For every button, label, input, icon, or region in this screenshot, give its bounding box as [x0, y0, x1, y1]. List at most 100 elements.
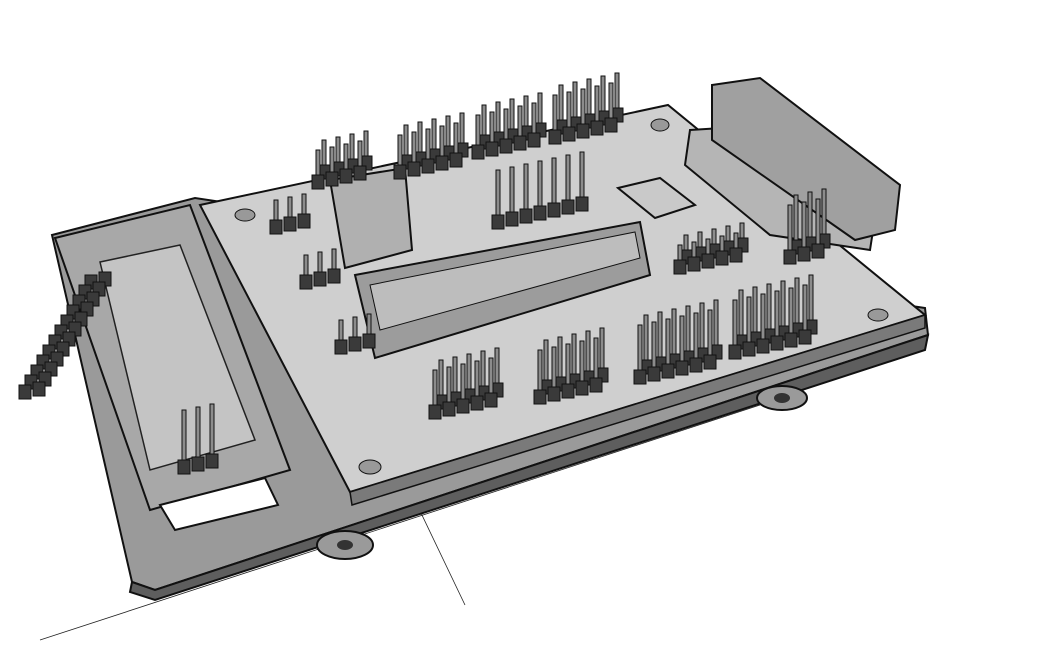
header-pin	[651, 321, 657, 368]
header-pin	[719, 235, 725, 252]
header-pin	[738, 289, 744, 336]
header-base	[661, 363, 675, 379]
header-base	[297, 213, 311, 229]
header-pin	[481, 104, 487, 136]
header-pin	[683, 234, 689, 251]
header-pin	[494, 347, 500, 384]
chip	[615, 176, 698, 220]
header-pin	[746, 296, 752, 343]
header-pin	[537, 92, 543, 124]
header-pin	[509, 166, 515, 213]
header-pin	[793, 194, 799, 241]
header-pin	[474, 360, 480, 397]
mounting-hole	[337, 540, 353, 550]
header-pin	[665, 318, 671, 365]
header-pin	[807, 191, 813, 238]
db-connector-shell	[711, 76, 902, 242]
header-base	[339, 168, 353, 184]
header-pin	[321, 139, 327, 166]
header-base	[313, 271, 327, 287]
header-base	[729, 247, 743, 263]
header-pin	[343, 143, 349, 170]
header-pin	[572, 81, 578, 118]
regulator-block	[328, 166, 414, 270]
header-base	[673, 259, 687, 275]
header-base	[362, 333, 376, 349]
pin-header	[299, 248, 341, 290]
header-base	[177, 459, 191, 475]
header-base	[715, 250, 729, 266]
header-pin	[579, 151, 585, 198]
header-pin	[537, 349, 543, 391]
header-base	[348, 336, 362, 352]
header-base	[505, 211, 519, 227]
header-base	[589, 377, 603, 393]
header-pin	[195, 406, 201, 458]
header-pin	[679, 315, 685, 362]
header-pin	[287, 196, 293, 218]
header-pin	[551, 346, 557, 388]
header-pin	[566, 91, 572, 128]
header-pin	[594, 85, 600, 122]
header-pin	[808, 274, 814, 321]
header-pin	[411, 131, 417, 163]
header-base	[491, 214, 505, 230]
header-base	[562, 126, 576, 142]
header-pin	[417, 121, 423, 153]
header-pin	[466, 353, 472, 390]
header-pin	[432, 369, 438, 406]
header-base	[784, 332, 798, 348]
header-pin	[774, 290, 780, 337]
header-base	[435, 155, 449, 171]
header-base	[32, 381, 46, 397]
header-pin	[697, 231, 703, 248]
header-base	[353, 165, 367, 181]
header-pin	[752, 286, 758, 333]
pin-header	[548, 72, 624, 145]
pin-header	[18, 271, 112, 400]
header-base	[811, 243, 825, 259]
header-pin	[821, 188, 827, 235]
header-pin	[801, 201, 807, 248]
header-base	[575, 380, 589, 396]
header-pin	[460, 363, 466, 400]
header-pin	[543, 339, 549, 381]
header-base	[547, 386, 561, 402]
header-base	[499, 138, 513, 154]
header-pin	[209, 403, 215, 455]
header-base	[687, 256, 701, 272]
header-base	[533, 389, 547, 405]
header-pin	[495, 101, 501, 133]
header-pin	[557, 336, 563, 378]
board-hole	[234, 208, 256, 222]
header-pin	[517, 105, 523, 137]
header-pin	[475, 114, 481, 146]
header-base	[604, 117, 618, 133]
header-base	[527, 132, 541, 148]
header-pin	[397, 134, 403, 166]
header-pin	[366, 313, 372, 335]
header-pin	[349, 133, 355, 160]
header-base	[548, 129, 562, 145]
header-pin	[780, 280, 786, 327]
header-base	[756, 338, 770, 354]
header-base	[533, 205, 547, 221]
header-base	[334, 339, 348, 355]
header-base	[327, 268, 341, 284]
header-base	[407, 161, 421, 177]
header-pin	[551, 157, 557, 204]
header-pin	[438, 359, 444, 396]
header-base	[485, 141, 499, 157]
header-pin	[788, 287, 794, 334]
header-pin	[352, 316, 358, 338]
board-hole	[650, 118, 670, 132]
header-pin	[579, 340, 585, 382]
header-base	[18, 384, 32, 400]
pin-header	[334, 313, 376, 355]
header-pin	[452, 356, 458, 393]
header-pin	[657, 311, 663, 358]
header-pin	[446, 366, 452, 403]
header-base	[590, 120, 604, 136]
header-base	[728, 344, 742, 360]
header-pin	[495, 169, 501, 216]
